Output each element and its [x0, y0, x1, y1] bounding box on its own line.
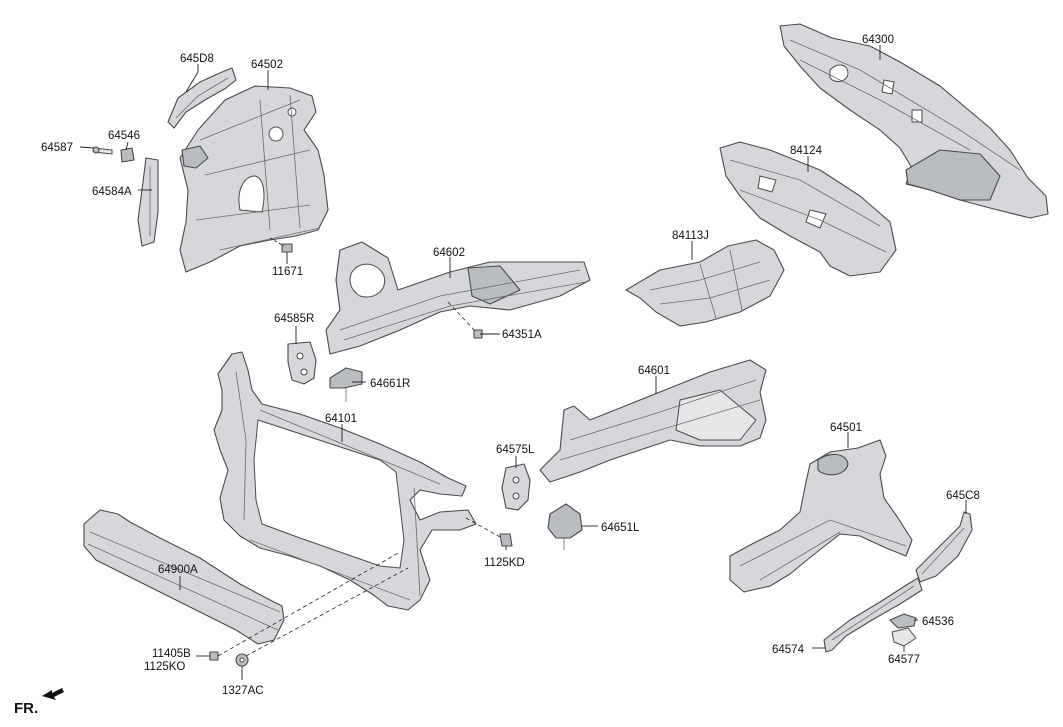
part-64536	[889, 613, 917, 629]
label-1125KO: 1125KO	[144, 661, 185, 673]
label-1125KD: 1125KD	[484, 557, 525, 569]
label-64651L: 64651L	[601, 522, 640, 534]
label-1327AC: 1327AC	[222, 685, 264, 697]
part-1125KD	[465, 517, 513, 547]
part-64601	[539, 359, 767, 483]
label-64351A: 64351A	[502, 329, 542, 341]
label-64101: 64101	[325, 413, 357, 425]
part-64587	[92, 146, 113, 155]
part-64101	[213, 351, 477, 611]
label-11671: 11671	[272, 266, 303, 278]
part-64577	[891, 627, 917, 647]
part-64584A	[137, 157, 159, 247]
label-64601: 64601	[638, 365, 670, 377]
label-64900A: 64900A	[158, 564, 198, 576]
part-64575L	[501, 463, 531, 511]
label-64546: 64546	[108, 130, 140, 142]
part-64546	[120, 147, 135, 163]
label-64300: 64300	[862, 34, 894, 46]
label-64536: 64536	[922, 616, 954, 628]
part-64501	[729, 439, 913, 593]
part-64585R	[287, 341, 317, 385]
dash-line-2	[245, 567, 409, 657]
label-64577: 64577	[888, 654, 920, 666]
label-64587: 64587	[41, 142, 73, 154]
front-direction-indicator: FR.	[14, 688, 64, 717]
part-645D8	[167, 67, 237, 129]
label-64602: 64602	[433, 247, 465, 259]
label-84124: 84124	[790, 145, 823, 157]
label-64575L: 64575L	[496, 444, 535, 456]
label-64574: 64574	[772, 644, 805, 656]
leader-lines	[79, 45, 967, 680]
part-64574	[823, 577, 923, 653]
part-645C8	[915, 511, 973, 583]
part-64502	[179, 85, 329, 273]
part-84124	[719, 141, 897, 277]
part-64300	[779, 23, 1049, 219]
part-64651L	[547, 503, 583, 550]
label-64501: 64501	[830, 422, 862, 434]
label-64661R: 64661R	[370, 378, 410, 390]
label-645D8: 645D8	[180, 53, 214, 65]
label-64585R: 64585R	[274, 313, 314, 325]
part-11671	[269, 237, 293, 253]
part-64661R	[329, 367, 363, 402]
label-11405B: 11405B	[152, 648, 191, 660]
part-64900A	[83, 509, 285, 645]
front-label: FR.	[14, 700, 38, 717]
label-64502: 64502	[251, 59, 283, 71]
label-645C8: 645C8	[946, 490, 980, 502]
part-64351A	[447, 301, 483, 339]
part-11405B	[209, 651, 219, 661]
front-arrow-icon	[42, 688, 64, 700]
part-64602	[325, 241, 591, 355]
part-84113J	[625, 239, 785, 327]
label-84113J: 84113J	[672, 230, 709, 242]
label-64584A: 64584A	[92, 186, 132, 198]
